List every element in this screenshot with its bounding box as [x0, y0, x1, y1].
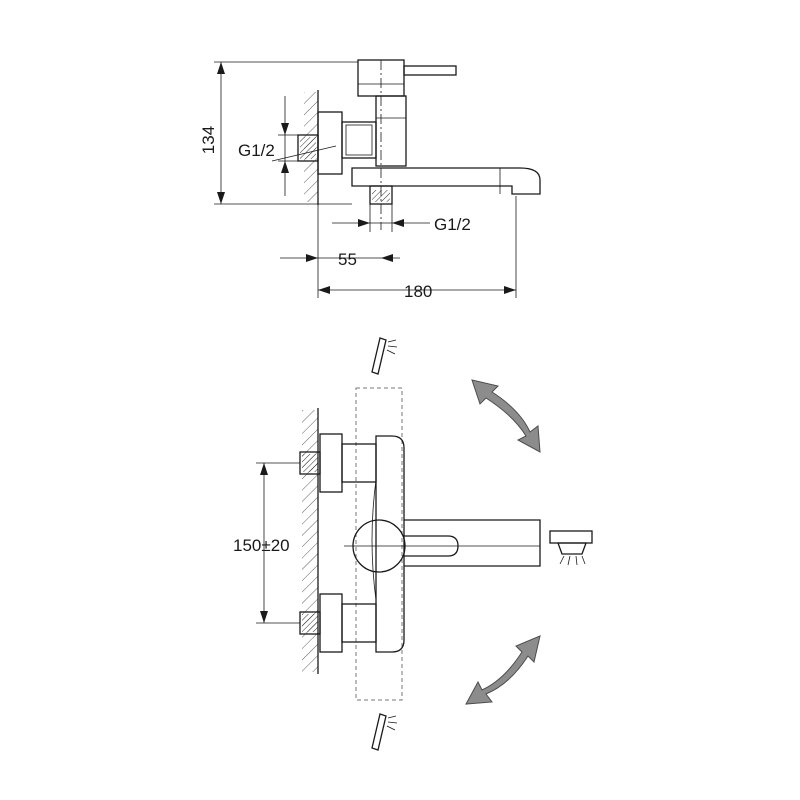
dim-180: 180 — [318, 196, 517, 301]
dim-g12-outlet: G1/2 — [332, 204, 471, 234]
spout — [351, 167, 541, 195]
upper-flange — [319, 433, 343, 493]
lower-flange — [319, 593, 343, 653]
side-elevation-view: 134 G1/2 G1/2 55 — [199, 59, 541, 301]
dim-g12-left: G1/2 — [238, 96, 337, 196]
mixer-body-plan — [375, 435, 405, 653]
dim-g12-outlet-label: G1/2 — [434, 215, 471, 234]
mixer-body — [375, 95, 407, 167]
dim-134-label: 134 — [199, 126, 218, 154]
rotation-arrow-icon — [471, 379, 541, 453]
plan-view: 150±20 — [233, 337, 593, 751]
hand-shower-outline — [355, 387, 403, 701]
dim-150: 150±20 — [233, 462, 300, 624]
hand-shower-icon — [371, 713, 398, 751]
eccentric-connector — [341, 121, 377, 159]
spout-plan — [404, 519, 541, 567]
upper-connector — [341, 443, 377, 483]
rotation-arrow-icon — [465, 635, 541, 705]
dim-180-label: 180 — [404, 282, 432, 301]
dim-55: 55 — [280, 205, 400, 298]
dim-134: 134 — [199, 61, 358, 205]
lower-connector — [341, 603, 377, 643]
wall-flange — [317, 111, 343, 175]
dim-150-label: 150±20 — [233, 536, 290, 555]
dim-g12-left-label: G1/2 — [238, 141, 275, 160]
shower-head-icon — [549, 530, 593, 566]
hand-shower-icon — [371, 337, 398, 375]
dim-55-label: 55 — [338, 250, 357, 269]
lever-handle — [403, 65, 457, 76]
